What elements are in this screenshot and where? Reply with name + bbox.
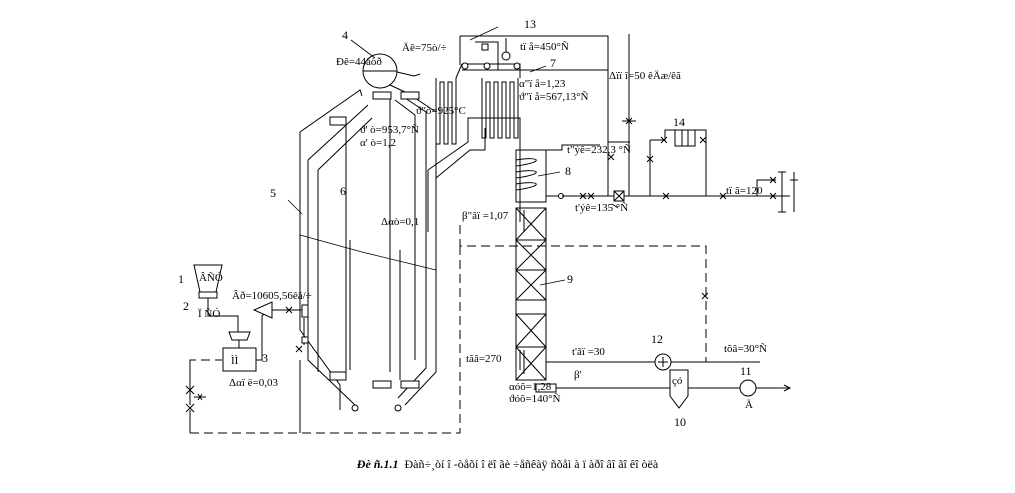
mill-leak-label: Δαï ë=0,03 (229, 377, 278, 389)
figure-caption-text: Ðàñ÷¸òí î -òåõí î ëî ãè ÷åñêàÿ ñõåì à ï … (404, 457, 659, 471)
parameter-labels: ÂÑÓ Ï ÑÓ ÌÌ Ðê=44àòð Äê=75ò/÷ tï å=450°Ñ… (198, 41, 767, 411)
equipment-numbers: 1 2 3 4 5 6 7 8 9 10 11 12 13 14 (178, 17, 752, 429)
theta-flue-label: ϑóõ=140°Ñ (509, 393, 561, 405)
label-num-1: 1 (178, 272, 184, 286)
figure-caption-prefix: Ðè ñ.1.1 (356, 457, 399, 471)
label-num-3: 3 (262, 351, 268, 365)
label-num-11: 11 (740, 364, 752, 378)
alpha-flue-label: αóõ=1,28 (509, 381, 552, 393)
drum (350, 39, 421, 93)
t-hot-air-label: tãâ=270 (466, 353, 502, 365)
label-num-14: 14 (673, 115, 685, 129)
t-feed-label: tï â=120 (726, 185, 763, 197)
furnace-walls (287, 89, 521, 412)
label-num-5: 5 (270, 186, 276, 200)
label-num-12: 12 (651, 332, 663, 346)
t-air-in-label: t'âï =30 (572, 346, 605, 358)
label-num-7: 7 (550, 56, 556, 70)
attemperator-line (608, 34, 636, 196)
air-ducts (189, 225, 790, 434)
air-heater (515, 207, 566, 381)
beta-prime-label: β' (574, 369, 582, 381)
label-num-4: 4 (342, 28, 348, 42)
drum-pressure-label: Ðê=44àòð (336, 56, 382, 68)
alpha-furnace-label: α' ò=1,2 (360, 137, 396, 149)
t-eco-in-label: t'ýê=135 °Ñ (575, 202, 628, 214)
label-num-13: 13 (524, 17, 536, 31)
figure-caption: Ðè ñ.1.1 Ðàñ÷¸òí î -òåõí î ëî ãè ÷åñêàÿ ñ… (0, 457, 1015, 472)
mill-label: ÌÌ (231, 355, 239, 367)
delta-alpha-furnace-label: Δαò=0,1 (381, 216, 419, 228)
fuel-flow-label: Âð=10605,56êã/÷ (232, 290, 312, 302)
superheater-coils (435, 26, 609, 196)
t-cold-air-label: tõâ=30°Ñ (724, 343, 767, 355)
steam-flow-label: Äê=75ò/÷ (402, 42, 447, 54)
theta-ss-label: ϑ"ï å=567,13°Ñ (519, 91, 588, 103)
label-num-6: 6 (340, 184, 346, 198)
label-num-2: 2 (183, 299, 189, 313)
feedwater-line (562, 129, 798, 213)
theta-screen-label: ϑ' ò=953,7°Ñ (360, 124, 419, 136)
theta-furnace-exit-label: ϑ"ò=925°C (416, 105, 466, 117)
label-num-9: 9 (567, 272, 573, 286)
fuel-preparation (185, 264, 309, 433)
t-eco-out-label: t"ýê=232,3 °Ñ (567, 144, 631, 156)
economizer (515, 144, 600, 203)
smoke-exhauster-label: Ä (745, 399, 753, 411)
beta-air-label: β"âï =1,07 (462, 210, 509, 222)
alpha-ss-label: α"ï å=1,23 (519, 78, 566, 90)
boiler-process-scheme: 1 2 3 4 5 6 7 8 9 10 11 12 13 14 ÂÑÓ Ï Ñ… (178, 17, 798, 434)
label-num-10: 10 (674, 415, 686, 429)
label-num-8: 8 (565, 164, 571, 178)
ash-collector-label: çó (672, 375, 683, 387)
steam-temp-label: tï å=450°Ñ (520, 41, 569, 53)
attemp-dp-label: Δïï î=50 êÄæ/êã (609, 70, 681, 82)
draft-equipment (535, 292, 792, 409)
feeder-label: Ï ÑÓ (198, 308, 220, 320)
bunker-label: ÂÑÓ (199, 272, 223, 284)
